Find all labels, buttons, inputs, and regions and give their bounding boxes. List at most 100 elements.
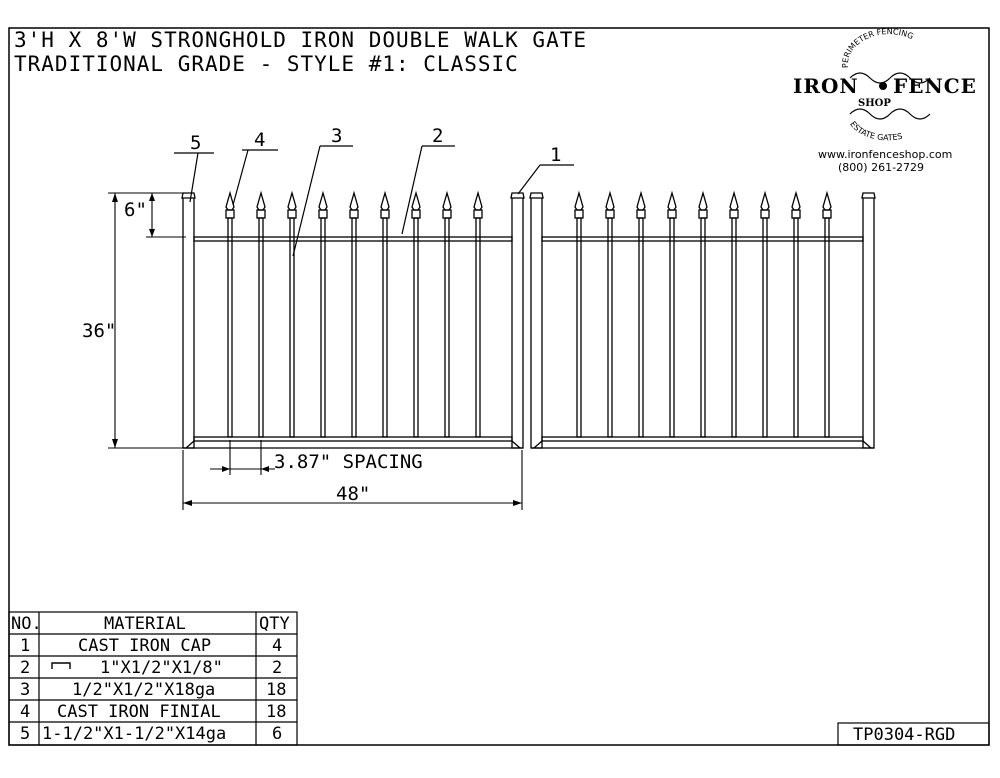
picket [700, 217, 706, 438]
drawing-number-box [837, 722, 990, 746]
logo-dot-icon [879, 82, 887, 90]
picket [475, 217, 481, 438]
title-line-2: TRADITIONAL GRADE - STYLE #1: CLASSIC [14, 52, 519, 76]
bom-row-material: CAST IRON CAP [78, 636, 211, 656]
finial-icon [349, 190, 359, 211]
picket [444, 217, 450, 438]
finial-collar [287, 209, 297, 219]
picket [669, 217, 675, 438]
bom-header-no: NO. [11, 614, 42, 634]
dimension-arrows [112, 193, 522, 506]
svg-text:ESTATE GATES: ESTATE GATES [848, 120, 903, 143]
logo-arc-bottom: ESTATE GATES [848, 120, 903, 143]
finial-collar [605, 209, 615, 219]
finial-collar [729, 209, 739, 219]
picket [762, 217, 768, 438]
finial-collar [349, 209, 359, 219]
picket [382, 217, 388, 438]
finial-icon [256, 190, 266, 211]
top-rail [193, 236, 513, 242]
picket [351, 217, 357, 438]
gate-elevation [181, 190, 876, 449]
picket [824, 217, 830, 438]
finial-collar [256, 209, 266, 219]
bom-row-qty: 18 [266, 680, 286, 700]
finial-collar [380, 209, 390, 219]
finial-collar [473, 209, 483, 219]
finial-collar [698, 209, 708, 219]
title-line-1: 3'H X 8'W STRONGHOLD IRON DOUBLE WALK GA… [14, 28, 587, 52]
picket [289, 217, 295, 438]
drawing-number: TP0304-RGD [853, 725, 955, 745]
picket [258, 217, 264, 438]
picket [638, 217, 644, 438]
finial-icon [605, 190, 615, 211]
finial-collar [574, 209, 584, 219]
finial-icon [225, 190, 235, 211]
finial-icon [318, 190, 328, 211]
bom-row-material: 1-1/2"X1-1/2"X14ga [42, 724, 226, 744]
finial-icon [411, 190, 421, 211]
bom-row-no: 2 [20, 658, 30, 678]
callout-3: 3 [331, 125, 342, 147]
finial-icon [636, 190, 646, 211]
finial-icon [791, 190, 801, 211]
dim-height: 36" [82, 320, 116, 342]
finial-icon [442, 190, 452, 211]
iron-fence-shop-logo: PERIMETER FENCING IRON FENCE SHOP ESTATE… [793, 27, 977, 174]
finial-icon [698, 190, 708, 211]
bom-table [8, 611, 298, 746]
post-cap-icon [861, 192, 876, 199]
logo-website: www.ironfenceshop.com [818, 148, 952, 161]
top-rail [541, 236, 864, 242]
rail-corner [511, 440, 521, 449]
finial-collar [822, 209, 832, 219]
finial-collar [318, 209, 328, 219]
picket [576, 217, 582, 438]
logo-brand-sub: SHOP [858, 98, 891, 109]
svg-text:PERIMETER FENCING: PERIMETER FENCING [841, 27, 915, 68]
bom-row-material: CAST IRON FINIAL [57, 702, 221, 722]
rail-corner [533, 440, 543, 449]
dim-width: 48" [336, 483, 370, 505]
finial-icon [729, 190, 739, 211]
bom-header-qty: QTY [259, 614, 290, 634]
logo-arc-top: PERIMETER FENCING [841, 27, 915, 68]
bom-row-no: 1 [20, 636, 30, 656]
gate-post [511, 196, 524, 449]
finial-icon [473, 190, 483, 211]
rail-corner [185, 440, 195, 449]
post-cap-icon [510, 192, 525, 199]
rail-corner [862, 440, 872, 449]
dimension-lines [108, 192, 523, 510]
logo-brand-left: IRON [793, 74, 859, 98]
bom-row-qty: 6 [272, 724, 282, 744]
bom-row-material: 1"X1/2"X1/8" [100, 658, 223, 678]
post-cap-icon [181, 192, 196, 199]
gate-post [862, 196, 875, 449]
bom-row-material: 1/2"X1/2"X18ga [72, 680, 215, 700]
bom-row-no: 5 [20, 724, 30, 744]
bom-row-no: 4 [20, 702, 30, 722]
picket [413, 217, 419, 438]
gate-post [530, 196, 543, 449]
finial-icon [822, 190, 832, 211]
bom-row-qty: 18 [266, 702, 286, 722]
callout-1: 1 [550, 144, 561, 166]
finial-icon [287, 190, 297, 211]
gate-post [182, 196, 195, 449]
finial-collar [442, 209, 452, 219]
finial-collar [760, 209, 770, 219]
dim-spacing: 3.87" SPACING [274, 451, 423, 473]
finial-icon [380, 190, 390, 211]
bom-header-material: MATERIAL [104, 614, 186, 634]
logo-brand-right: FENCE [893, 74, 977, 98]
callout-2: 2 [432, 125, 443, 147]
bom-row-qty: 4 [272, 636, 282, 656]
callout-group [174, 145, 574, 257]
picket [731, 217, 737, 438]
logo-phone: (800) 261-2729 [838, 161, 924, 174]
channel-profile-icon [51, 662, 71, 669]
finial-collar [636, 209, 646, 219]
